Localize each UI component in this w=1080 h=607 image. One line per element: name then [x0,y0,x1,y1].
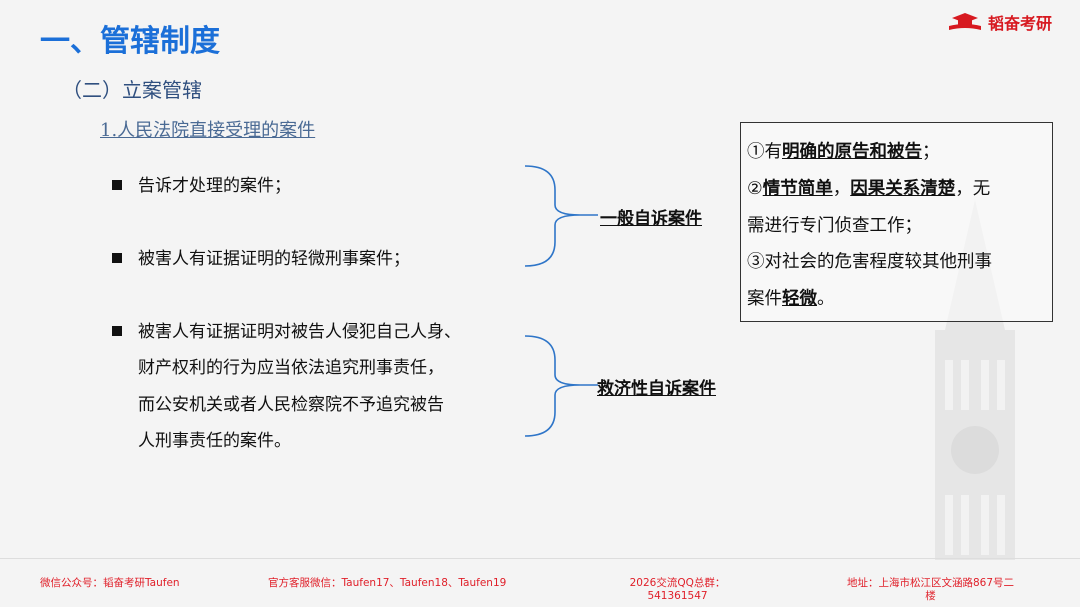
page-title: 一、管辖制度 [40,24,220,59]
bullet-item: 被害人有证据证明的轻微刑事案件； [112,244,410,269]
braces [524,165,598,437]
label-remedial-private-prosecution: 救济性自诉案件 [597,379,716,399]
footer-address: 地址：上海市松江区文涵路867号二楼 [846,577,1015,602]
box-line: ③对社会的危害程度较其他刑事 [747,252,992,272]
bullet-text: 被害人有证据证明的轻微刑事案件； [138,249,410,269]
bullet-text: 财产权利的行为应当依法追究刑事责任， [138,358,444,378]
brace-general [524,165,581,267]
bullet-item: 被害人有证据证明对被告人侵犯自己人身、 [112,317,461,342]
brace-remedy [524,335,581,437]
box-line: ①有明确的原告和被告； [747,142,940,162]
logo: 韬奋考研 [948,10,1052,34]
box-line: ②情节简单，因果关系清楚，无 [747,179,991,199]
bullet-text: 而公安机关或者人民检察院不予追究被告 [138,395,444,415]
footer-service: 官方客服微信：Taufen17、Taufen18、Taufen19 [268,577,507,589]
graduation-cap-book-icon [949,13,981,30]
square-bullet-icon [112,180,122,190]
footer-qq: 2026交流QQ总群：541361547 [629,577,726,602]
bullet-text: 告诉才处理的案件； [138,176,291,196]
section-heading: 1.人民法院直接受理的案件 [100,120,316,141]
bullet-text: 人刑事责任的案件。 [138,431,291,451]
bullet-text: 被害人有证据证明对被告人侵犯自己人身、 [138,322,461,342]
logo-text: 韬奋考研 [988,14,1053,33]
footer-divider [0,558,1080,559]
square-bullet-icon [112,253,122,263]
conditions-box [740,122,1053,322]
box-line: 需进行专门侦查工作； [747,216,922,236]
box-line: 案件轻微。 [747,289,835,309]
bullet-item: 告诉才处理的案件； [112,171,291,196]
square-bullet-icon [112,326,122,336]
subtitle: （二）立案管辖 [62,78,202,102]
footer-wechat: 微信公众号：韬奋考研Taufen [40,577,180,589]
label-general-private-prosecution: 一般自诉案件 [600,209,702,229]
